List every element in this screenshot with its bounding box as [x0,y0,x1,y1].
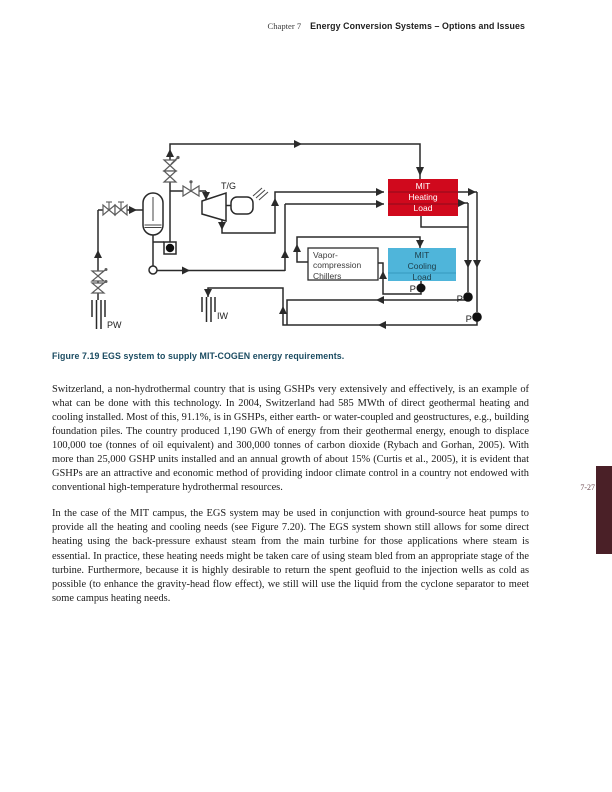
generator [230,196,254,215]
chillers-box [307,247,379,281]
pump-dot [472,312,482,322]
wellhead-valves [90,268,108,294]
pump-dot [416,283,426,293]
production-well-label: PW [107,320,122,330]
turbine-generator-label: T/G [221,181,236,191]
heating-load-label: MIT Heating Load [408,181,438,213]
drain-fitting [148,265,158,275]
pump-label: P [466,314,472,325]
turbine [201,191,227,222]
pump-label: P [410,284,416,295]
heating-load-box [388,179,458,216]
separator-inlet-valves [102,201,128,217]
page-number: 7-27 [580,483,595,492]
paragraph: Switzerland, a non-hydrothermal country … [52,384,529,494]
relief-valves [162,155,180,183]
pump-dot [463,292,473,302]
chillers-label: Vapor- compression Chillers [313,250,362,281]
pump-label: P [457,294,463,305]
paragraph: In the case of the MIT campus, the EGS s… [52,508,529,604]
figure-caption: Figure 7.19 EGS system to supply MIT-COG… [52,351,345,361]
injection-well-icon [201,297,216,322]
turbine-inlet-valve [182,180,200,198]
chapter-thumb-tab [596,466,612,554]
cooling-load-box [388,248,456,281]
cooling-load-label: MIT Cooling Load [407,250,437,282]
production-well-icon [91,300,106,329]
page-header: Chapter 7 Energy Conversion Systems – Opt… [0,16,525,34]
injection-well-label: IW [217,311,229,321]
body-text: Switzerland, a non-hydrothermal country … [52,383,529,618]
chapter-title: Energy Conversion Systems – Options and … [310,21,525,31]
chapter-label: Chapter 7 [267,21,302,31]
